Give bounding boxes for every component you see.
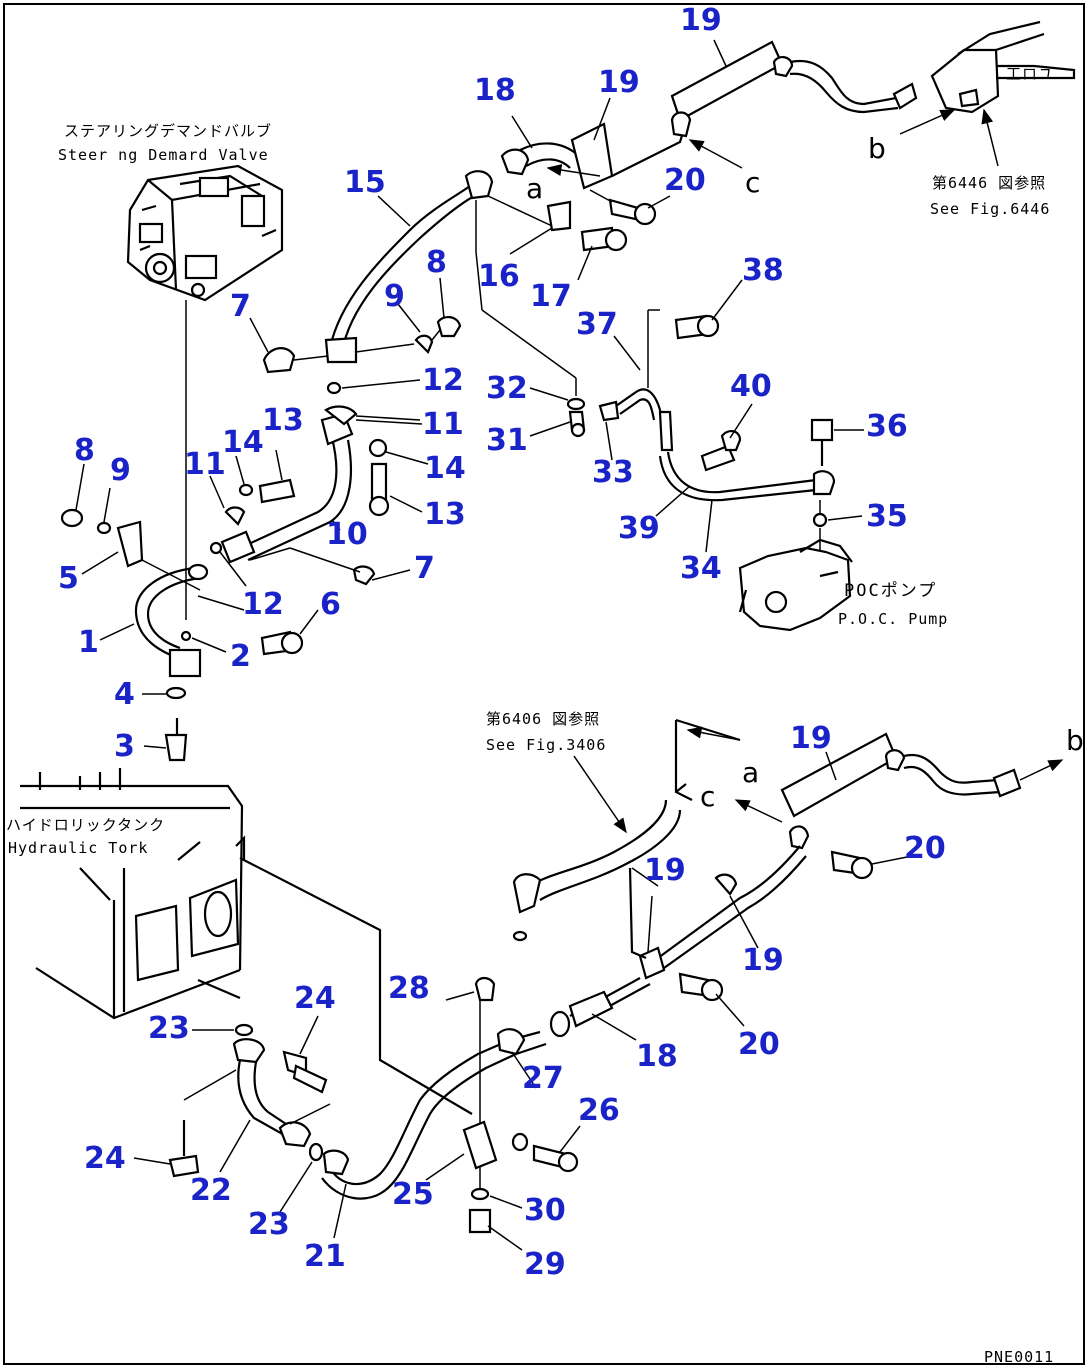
callout-27: 27	[522, 1061, 564, 1096]
svg-text:工ロユ: 工ロユ	[1006, 65, 1054, 83]
callout-16: 16	[478, 259, 520, 294]
callout-7: 7	[414, 551, 435, 586]
callout-9: 9	[384, 279, 405, 314]
letter-c-top: c	[745, 166, 760, 199]
callout-37: 37	[576, 307, 618, 342]
callout-8: 8	[74, 433, 95, 468]
callout-40: 40	[730, 369, 772, 404]
callout-19: 19	[790, 721, 832, 756]
callout-17: 17	[530, 279, 572, 314]
callout-20: 20	[664, 163, 706, 198]
callout-11: 11	[422, 407, 464, 442]
callout-10: 10	[326, 517, 368, 552]
see-6446-label-en: See Fig.6446	[930, 200, 1050, 218]
callout-14: 14	[222, 425, 264, 460]
callout-4: 4	[114, 677, 135, 712]
callout-5: 5	[58, 561, 79, 596]
callout-14: 14	[424, 451, 466, 486]
letter-a-top: a	[526, 172, 543, 205]
callout-35: 35	[866, 499, 908, 534]
letter-a-bottom: a	[742, 756, 759, 789]
hydraulic-tank-label-en: Hydraulic Tork	[8, 839, 148, 857]
hydraulic-tank	[20, 768, 246, 1020]
drawing-code: PNE0011	[984, 1348, 1054, 1366]
callout-9: 9	[110, 453, 131, 488]
reference-arrows-top	[546, 108, 999, 177]
callout-12: 12	[422, 363, 464, 398]
callout-33: 33	[592, 455, 634, 490]
hose-10-assembly	[197, 405, 421, 656]
callout-13: 13	[262, 403, 304, 438]
callout-11: 11	[184, 447, 226, 482]
callout-22: 22	[190, 1173, 232, 1208]
callout-36: 36	[866, 409, 908, 444]
callout-23: 23	[248, 1207, 290, 1242]
callout-19: 19	[742, 943, 784, 978]
pipe-1-assembly	[60, 300, 209, 762]
letter-c-bottom: c	[700, 780, 715, 813]
callout-15: 15	[344, 165, 386, 200]
poc-pump-label-en: P.O.C. Pump	[838, 610, 948, 628]
hydraulic-tank-label-jp: ハイドロリックタンク	[6, 816, 165, 834]
callout-3: 3	[114, 729, 135, 764]
callout-19: 19	[598, 65, 640, 100]
callout-1: 1	[78, 625, 99, 660]
steering-valve-label-en: Steer ng Demard Valve	[58, 146, 269, 164]
callout-20: 20	[738, 1027, 780, 1062]
callout-6: 6	[320, 587, 341, 622]
callout-21: 21	[304, 1239, 346, 1274]
tank-outlet-pipe-22	[168, 1023, 331, 1178]
callout-13: 13	[424, 497, 466, 532]
upper-pressure-line: 工ロユ	[487, 20, 1076, 252]
callout-24: 24	[294, 981, 336, 1016]
pipe-15-assembly	[262, 170, 577, 396]
callout-12: 12	[242, 587, 284, 622]
callout-2: 2	[230, 639, 251, 674]
steering-demand-valve	[126, 164, 284, 302]
see-6406-label-jp: 第6406 図参照	[486, 710, 600, 728]
callout-18: 18	[636, 1039, 678, 1074]
callout-31: 31	[486, 423, 528, 458]
steering-valve-label-jp: ステアリングデマンドバルブ	[64, 122, 272, 140]
callout-34: 34	[680, 551, 722, 586]
callout-25: 25	[392, 1177, 434, 1212]
callout-numbers: 19 18 19 20 15 16 17 8 9 7 12 11 14 13 8…	[58, 3, 946, 1282]
callout-30: 30	[524, 1193, 566, 1228]
callout-29: 29	[524, 1247, 566, 1282]
letter-b-top: b	[868, 132, 886, 165]
poc-pump-label-jp: POCポンプ	[844, 581, 937, 601]
drawing-frame	[3, 3, 1085, 1365]
callout-24: 24	[84, 1141, 126, 1176]
callout-39: 39	[618, 511, 660, 546]
see-6446-label-jp: 第6446 図参照	[932, 174, 1046, 192]
callout-19: 19	[644, 853, 686, 888]
callout-18: 18	[474, 73, 516, 108]
callout-20: 20	[904, 831, 946, 866]
letter-b-bottom: b	[1066, 724, 1084, 757]
callout-26: 26	[578, 1093, 620, 1128]
lower-return-line	[239, 718, 1064, 1234]
see-6406-label-en: See Fig.3406	[486, 736, 606, 754]
callout-23: 23	[148, 1011, 190, 1046]
poc-pump-line	[566, 309, 853, 632]
callout-8: 8	[426, 245, 447, 280]
callout-7: 7	[230, 289, 251, 324]
callout-19: 19	[680, 3, 722, 38]
callout-leaders	[75, 39, 913, 1251]
callout-28: 28	[388, 971, 430, 1006]
callout-38: 38	[742, 253, 784, 288]
callout-32: 32	[486, 371, 528, 406]
